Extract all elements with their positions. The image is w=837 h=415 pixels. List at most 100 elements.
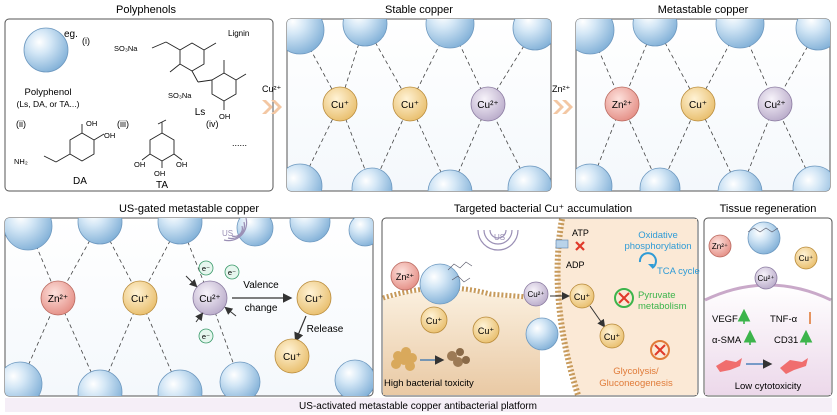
- tannic-acid-structure: [141, 119, 183, 168]
- cu1-ion: [296, 280, 332, 316]
- tca-label: TCA cycle: [657, 266, 700, 277]
- cu1-ion: [794, 246, 818, 270]
- ls-label: Ls: [195, 107, 206, 118]
- tnf-label: TNF-α: [770, 314, 798, 325]
- cu2-ion-label: Cu²⁺: [757, 274, 774, 283]
- bacteria-cluster-icon: [391, 347, 417, 371]
- metastable-copper-panel: Zn²⁺ Cu⁺ Cu²⁺: [575, 18, 831, 192]
- cu1-ion-label: Cu⁺: [604, 332, 621, 342]
- label-iii: (iii): [117, 119, 129, 129]
- fibroblast-cell-icon: [780, 358, 808, 374]
- valence-label: Valence: [243, 280, 279, 291]
- stable-copper-title: Stable copper: [385, 4, 453, 16]
- cu2-ion: [470, 86, 506, 122]
- cu1-ion: [472, 316, 500, 344]
- zn2-ion: [40, 280, 76, 316]
- so3na-2: SO₃Na: [168, 91, 192, 100]
- cu1-ion-label: Cu⁺: [283, 352, 301, 363]
- lignin-strand: [747, 227, 779, 233]
- more-dots: ......: [232, 138, 247, 148]
- sphere: [342, 19, 388, 47]
- sphere: [792, 165, 830, 191]
- tissue-panel: Zn²⁺ Cu⁺ Cu²⁺ VEGF TNF-α α-SMA CD31 Low …: [703, 217, 833, 397]
- cu2-ion-label: Cu²⁺: [477, 100, 498, 111]
- targeted-title: Targeted bacterial Cu⁺ accumulation: [454, 203, 632, 215]
- us-label-2: US: [494, 233, 505, 242]
- sphere: [717, 169, 763, 191]
- sphere: [639, 167, 681, 191]
- cu2-ion-label: Cu²⁺: [527, 290, 544, 299]
- zn2-ion-label: Zn²⁺: [612, 100, 632, 111]
- glycolysis-cycle-icon: [650, 340, 670, 360]
- electron: e⁻: [198, 328, 214, 344]
- da-label: DA: [73, 176, 87, 187]
- sphere: [512, 19, 551, 51]
- cu1-ion: [569, 283, 595, 309]
- ta-oh-1: OH: [134, 160, 145, 169]
- cu2-ion: [523, 281, 549, 307]
- cu1-ion: [392, 86, 428, 122]
- sphere: [157, 369, 203, 396]
- electron: e⁻: [198, 260, 214, 276]
- svg-text:e⁻: e⁻: [202, 264, 210, 273]
- cu1-ion-label: Cu⁺: [426, 316, 443, 326]
- ultrasound-waves-icon: [223, 217, 248, 242]
- sphere: [287, 163, 323, 191]
- asma-label: α-SMA: [712, 335, 742, 346]
- arrow-cu2-label: Cu²⁺: [262, 84, 282, 94]
- lignosulfonate-structure: [151, 41, 247, 110]
- polyphenols-panel: eg. (i) Polyphenol (Ls, DA, or TA...) Li…: [4, 18, 274, 192]
- footer-caption: US-activated metastable copper antibacte…: [299, 401, 537, 412]
- arrow-zn2-addition: Zn²⁺: [552, 84, 573, 114]
- cu1-ion-label: Cu⁺: [689, 100, 707, 111]
- cu1-ion-label: Cu⁺: [799, 254, 813, 263]
- cu1-ion: [122, 280, 158, 316]
- svg-text:e⁻: e⁻: [202, 332, 210, 341]
- oxphos-label-2: phosphorylation: [624, 241, 691, 252]
- sphere: [427, 169, 473, 191]
- dopamine-structure: [43, 124, 105, 163]
- da-oh-2: OH: [104, 131, 115, 140]
- eg-label: eg.: [64, 29, 78, 40]
- sphere: [419, 263, 461, 305]
- sphere: [77, 218, 123, 245]
- us-label: US: [222, 229, 233, 238]
- da-oh-1: OH: [86, 119, 97, 128]
- blocked-x-icon: [575, 241, 585, 251]
- oxphos-label-1: Oxidative: [638, 230, 678, 241]
- arrow-zn2-label: Zn²⁺: [552, 84, 571, 94]
- da-nh2: NH₂: [14, 157, 28, 166]
- glyco-label-1: Glycolysis/: [613, 366, 659, 377]
- vegf-label: VEGF: [712, 314, 738, 325]
- pyruvate-label-1: Pyruvate: [638, 290, 676, 301]
- cu2-ion-label: Cu²⁺: [199, 294, 220, 305]
- sphere: [334, 359, 373, 396]
- tissue-title: Tissue regeneration: [720, 203, 817, 215]
- lignin-strand: [447, 261, 473, 283]
- sphere: [5, 218, 53, 251]
- dead-bacteria-icon: [447, 348, 470, 367]
- cd31-label: CD31: [774, 335, 798, 346]
- cu1-ion-label: Cu⁺: [401, 100, 419, 111]
- ta-oh-2: OH: [176, 160, 187, 169]
- sphere: [157, 218, 203, 245]
- accumulation-arrow: [589, 305, 606, 328]
- cu1-ion-label: Cu⁺: [305, 294, 323, 305]
- sphere: [576, 19, 615, 55]
- ta-label: TA: [156, 180, 168, 191]
- tca-cycle-icon: [638, 252, 657, 269]
- zn2-ion-label: Zn²⁺: [48, 294, 68, 305]
- sphere: [287, 19, 325, 55]
- cu1-ion: [322, 86, 358, 122]
- cu1-ion-label: Cu⁺: [478, 326, 495, 336]
- sphere: [632, 19, 678, 47]
- cu1-ion-label: Cu⁺: [131, 294, 149, 305]
- cu2-ion-label: Cu²⁺: [764, 100, 785, 111]
- label-i: (i): [82, 36, 90, 46]
- sphere: [77, 369, 123, 396]
- sphere: [715, 19, 765, 49]
- sphere: [351, 167, 393, 191]
- pyruvate-label-2: metabolism: [638, 301, 687, 312]
